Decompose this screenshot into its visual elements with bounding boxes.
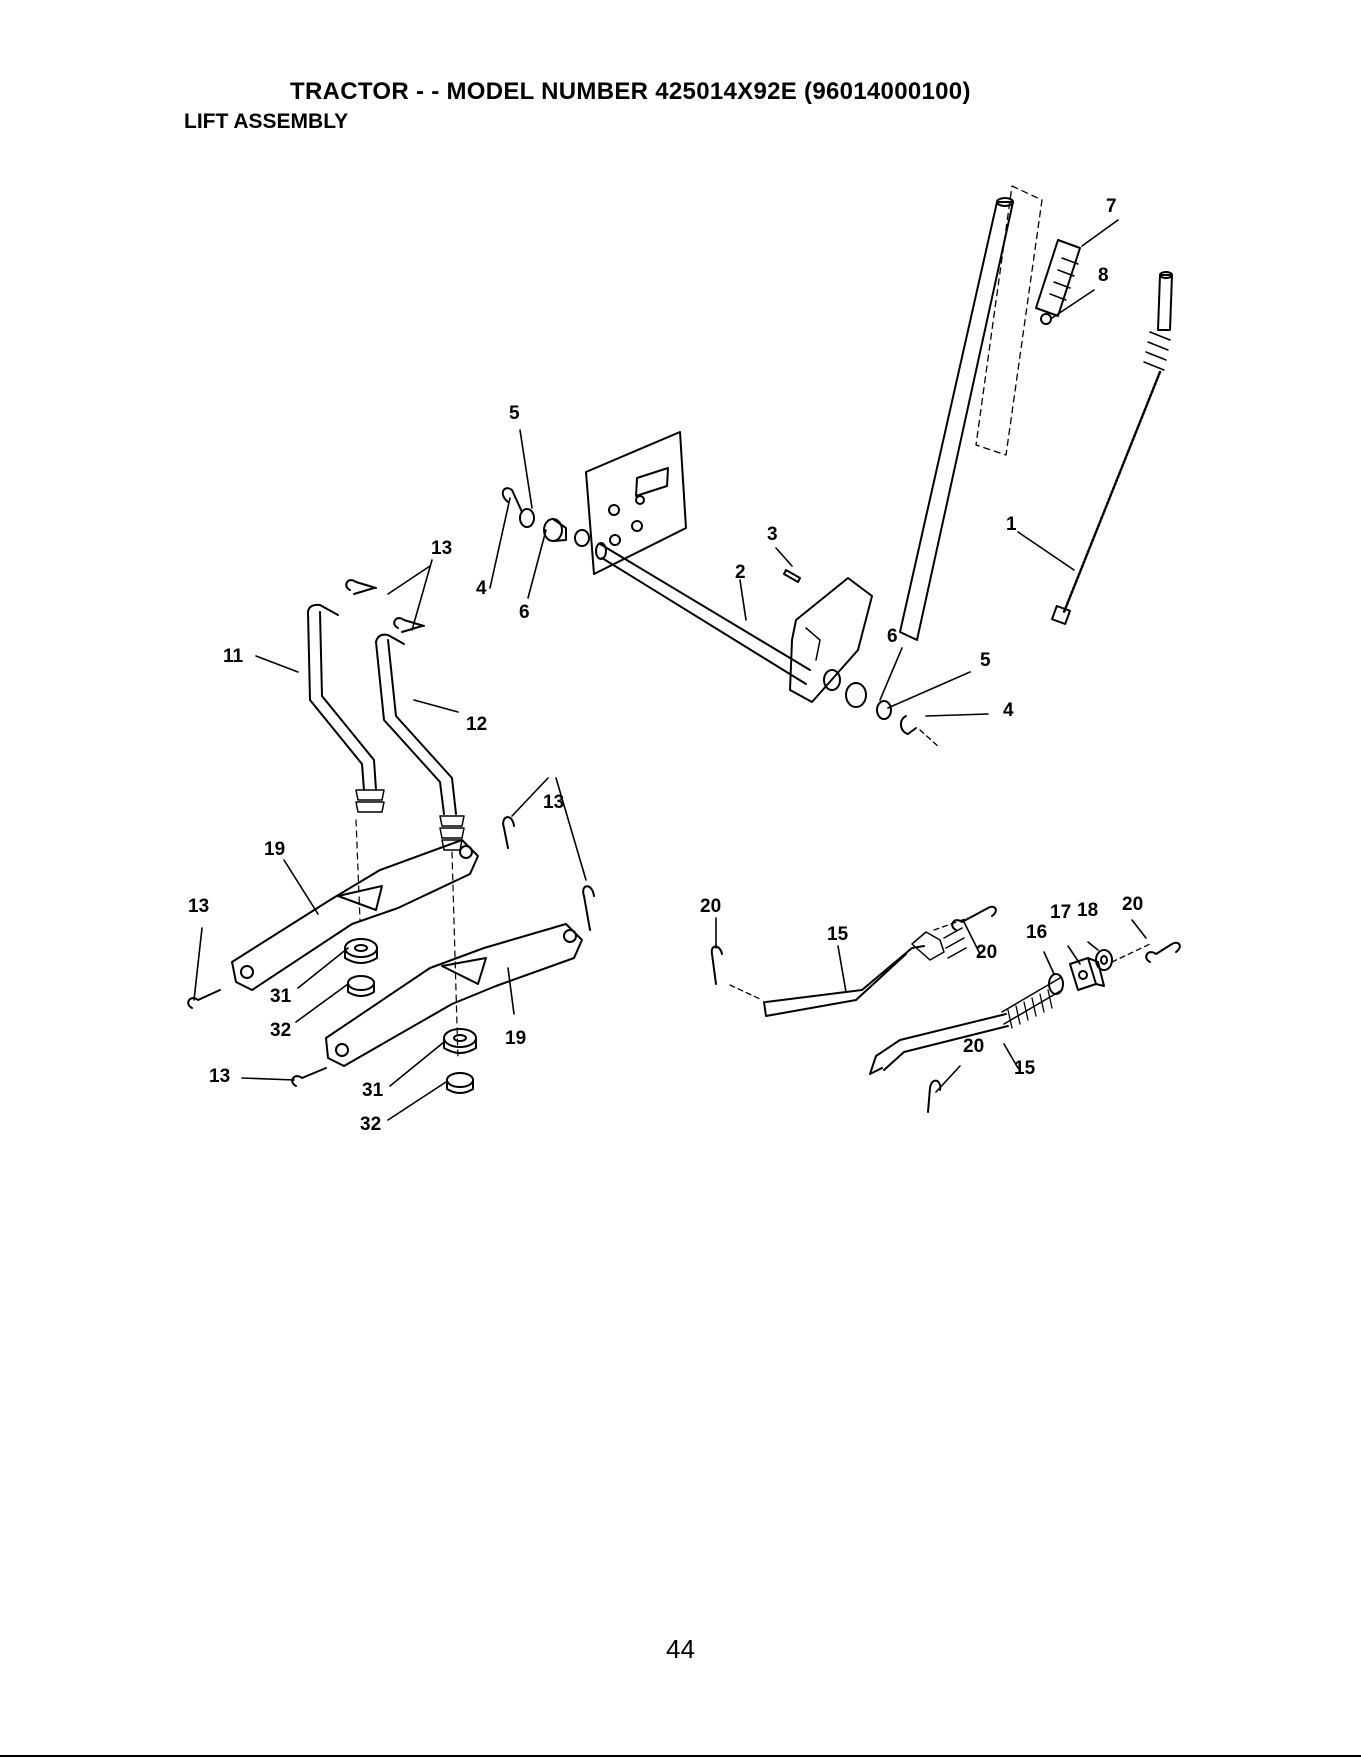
hairpin-clip-20-c [1146, 943, 1180, 962]
lift-arm-upper [232, 840, 478, 990]
callout-5-right: 5 [980, 650, 991, 671]
callout-13-middle: 13 [543, 792, 564, 813]
callout-20-right: 20 [1122, 894, 1143, 915]
callout-11: 11 [223, 646, 244, 667]
nut-18 [1096, 950, 1112, 970]
callout-31-right: 31 [362, 1080, 384, 1101]
callout-4-left: 4 [476, 578, 487, 599]
right-washer [877, 701, 891, 719]
right-clip [901, 716, 916, 734]
callout-32-left: 32 [270, 1020, 291, 1041]
hairpin-clip-20-d [928, 1081, 940, 1112]
lift-shaft [596, 543, 810, 684]
lift-link-12 [376, 635, 464, 850]
callout-17: 17 [1050, 902, 1071, 923]
callout-19-upper: 19 [264, 839, 285, 860]
callout-1: 1 [1006, 514, 1017, 535]
callout-13-bottom: 13 [209, 1066, 230, 1087]
callout-31-left: 31 [270, 986, 292, 1007]
callout-labels: 1 2 3 4 4 5 5 6 6 7 8 11 12 13 13 13 13 … [188, 196, 1143, 1135]
callout-15-upper: 15 [827, 924, 849, 945]
key-3 [784, 570, 800, 582]
right-bushing [824, 670, 866, 707]
spacer-31-right [444, 1029, 476, 1053]
left-bushing [544, 519, 589, 546]
link-clip-top-left [346, 580, 376, 594]
callout-13-top: 13 [431, 538, 452, 559]
nut-32-left [348, 976, 374, 996]
callout-3: 3 [767, 524, 778, 545]
spacer-31-left [345, 939, 377, 963]
adjustment-rod [1052, 272, 1172, 624]
hairpin-clip-13-a [503, 817, 514, 848]
callout-5-left: 5 [509, 403, 520, 424]
hairpin-clip-13-c [188, 990, 220, 1008]
link-clip-top-right [394, 618, 424, 632]
grip-dashed-outline [976, 186, 1042, 455]
page-number: 44 [0, 1634, 1361, 1665]
callout-4-right: 4 [1003, 700, 1014, 721]
bottom-rule [0, 1755, 1361, 1757]
deck-rod-upper [764, 928, 966, 1016]
callout-6-right: 6 [887, 626, 898, 647]
callout-20-left: 20 [700, 896, 721, 917]
callout-6-left: 6 [519, 602, 530, 623]
mounting-plate [586, 432, 686, 574]
lift-handle [900, 198, 1013, 640]
nut-32-right [447, 1073, 473, 1093]
callout-13-left: 13 [188, 896, 209, 917]
callout-7: 7 [1106, 196, 1117, 217]
nut-8 [1041, 314, 1051, 324]
hairpin-clip-20-b [952, 907, 996, 930]
callout-18: 18 [1077, 900, 1098, 921]
callout-32-right: 32 [360, 1114, 381, 1135]
hairpin-clip-13-d [292, 1068, 326, 1086]
callout-12: 12 [466, 714, 487, 735]
hairpin-clip-20-a [712, 947, 722, 985]
callout-2: 2 [735, 562, 746, 583]
callout-16: 16 [1026, 922, 1047, 943]
callout-20-middle: 20 [976, 942, 997, 963]
callout-19-lower: 19 [505, 1028, 526, 1049]
leader-lines [194, 220, 1146, 1120]
hairpin-clip-13-b [583, 886, 594, 930]
block-17 [1070, 958, 1104, 990]
left-clip [503, 488, 522, 512]
callout-15-lower: 15 [1014, 1058, 1036, 1079]
lift-link-11 [308, 605, 384, 812]
callout-8: 8 [1098, 265, 1109, 286]
callout-20-bottom: 20 [963, 1036, 984, 1057]
